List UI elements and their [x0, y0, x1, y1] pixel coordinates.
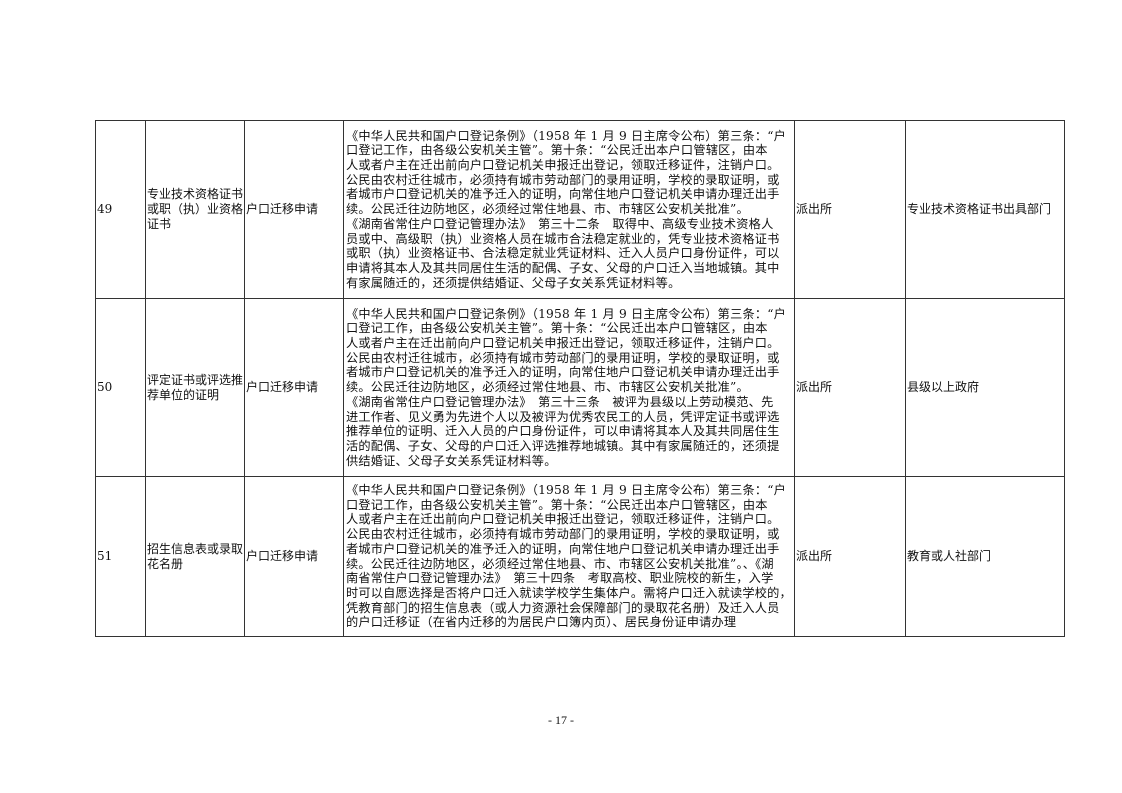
material-name: 评定证书或评选推荐单位的证明: [145, 298, 245, 477]
legal-basis-line: 者城市户口登记机关的准予迁入的证明，向常住地户口登记机关申请办理迁出手: [346, 187, 780, 202]
legal-basis-line: 者城市户口登记机关的准予迁入的证明，向常住地户口登记机关申请办理迁出手: [346, 541, 780, 556]
row-number: 50: [95, 298, 146, 477]
legal-basis-line: 人或者户主在迁出前向户口登记机关申报迁出登记，领取迁移证件，注销户口。: [346, 512, 780, 527]
legal-basis-line: 公民由农村迁往城市，必须持有城市劳动部门的录用证明，学校的录取证明，或: [346, 527, 780, 542]
handling-unit: 派出所: [793, 476, 906, 637]
legal-basis-line: 员或中、高级职（执）业资格人员在城市合法稳定就业的，凭专业技术资格证书: [346, 231, 780, 246]
legal-basis-line: 进工作者、见义勇为先进个人以及被评为优秀农民工的人员，凭评定证书或评选: [346, 409, 780, 424]
legal-basis-line: 《中华人民共和国户口登记条例》（1958 年 1 月 9 日主席令公布）第三条：…: [346, 128, 787, 143]
legal-basis-line: 口登记工作，由各级公安机关主管”。第十条：“公民迁出本户口管辖区，由本: [346, 497, 768, 512]
row-number: 51: [95, 476, 146, 637]
legal-basis-line: 口登记工作，由各级公安机关主管”。第十条：“公民迁出本户口管辖区，由本: [346, 143, 768, 158]
legal-basis-line: 活的配偶、子女、父母的户口迁入评选推荐地城镇。其中有家属随迁的，还须提: [346, 438, 780, 453]
legal-basis-line: 续。公民迁往边防地区，必须经过常住地县、市、市辖区公安机关批准”。: [346, 380, 749, 395]
row-number: 49: [95, 120, 146, 299]
legal-basis-line: 人或者户主在迁出前向户口登记机关申报迁出登记，领取迁移证件，注销户口。: [346, 336, 780, 351]
handling-unit: 派出所: [793, 120, 906, 299]
page-number: - 17 -: [548, 713, 574, 727]
legal-basis-line: 《湖南省常住户口登记管理办法》 第三十二条 取得中、高级专业技术资格人: [346, 216, 774, 231]
legal-basis-line: 公民由农村迁往城市，必须持有城市劳动部门的录用证明，学校的录取证明，或: [346, 350, 780, 365]
issuing-department: 教育或人社部门: [904, 476, 1065, 637]
legal-basis-line: 人或者户主在迁出前向户口登记机关申报迁出登记，领取迁移证件，注销户口。: [346, 158, 780, 173]
legal-basis-line: 公民由农村迁往城市，必须持有城市劳动部门的录用证明，学校的录取证明，或: [346, 172, 780, 187]
legal-basis-line: 或职（执）业资格证书、合法稳定就业凭证材料、迁入人员户口身份证件，可以: [346, 246, 780, 261]
legal-basis-line: 续。公民迁往边防地区，必须经过常住地县、市、市辖区公安机关批准”。、《湖: [346, 556, 774, 571]
issuing-department: 县级以上政府: [904, 298, 1065, 477]
legal-basis-line: 的户口迁移证（在省内迁移的为居民户口簿内页）、居民身份证申请办理: [346, 615, 737, 630]
material-name: 专业技术资格证书或职（执）业资格证书: [145, 120, 245, 299]
legal-basis-line: 有家属随迁的，还须提供结婚证、父母子女关系凭证材料等。: [346, 275, 681, 290]
legal-basis-line: 时可以自愿选择是否将户口迁入就读学校学生集体户。需将户口迁入就读学校的，: [346, 585, 792, 600]
issuing-department: 专业技术资格证书出具部门: [904, 120, 1065, 299]
material-name: 招生信息表或录取花名册: [145, 476, 245, 637]
legal-basis: 《中华人民共和国户口登记条例》（1958 年 1 月 9 日主席令公布）第三条：…: [343, 120, 795, 299]
matter-name: 户口迁移申请: [244, 120, 344, 299]
legal-basis: 《中华人民共和国户口登记条例》（1958 年 1 月 9 日主席令公布）第三条：…: [343, 298, 795, 477]
matter-name: 户口迁移申请: [244, 476, 344, 637]
legal-basis-line: 凭教育部门的招生信息表（或人力资源社会保障部门的录取花名册）及迁入人员: [346, 600, 780, 615]
legal-basis-line: 供结婚证、父母子女关系凭证材料等。: [346, 453, 557, 468]
legal-basis: 《中华人民共和国户口登记条例》（1958 年 1 月 9 日主席令公布）第三条：…: [343, 476, 795, 637]
legal-basis-line: 口登记工作，由各级公安机关主管”。第十条：“公民迁出本户口管辖区，由本: [346, 321, 768, 336]
matter-name: 户口迁移申请: [244, 298, 344, 477]
legal-basis-line: 南省常住户口登记管理办法》 第三十四条 考取高校、职业院校的新生，入学: [346, 571, 774, 586]
legal-basis-line: 续。公民迁往边防地区，必须经过常住地县、市、市辖区公安机关批准”。: [346, 202, 749, 217]
legal-basis-line: 者城市户口登记机关的准予迁入的证明，向常住地户口登记机关申请办理迁出手: [346, 365, 780, 380]
legal-basis-line: 推荐单位的证明、迁入人员的户口身份证件，可以申请将其本人及其共同居住生: [346, 424, 780, 439]
legal-basis-line: 《中华人民共和国户口登记条例》（1958 年 1 月 9 日主席令公布）第三条：…: [346, 482, 787, 497]
legal-basis-line: 申请将其本人及其共同居住生活的配偶、子女、父母的户口迁入当地城镇。其中: [346, 260, 780, 275]
handling-unit: 派出所: [793, 298, 906, 477]
legal-basis-line: 《中华人民共和国户口登记条例》（1958 年 1 月 9 日主席令公布）第三条：…: [346, 306, 787, 321]
legal-basis-line: 《湖南省常住户口登记管理办法》 第三十三条 被评为县级以上劳动模范、先: [346, 394, 774, 409]
